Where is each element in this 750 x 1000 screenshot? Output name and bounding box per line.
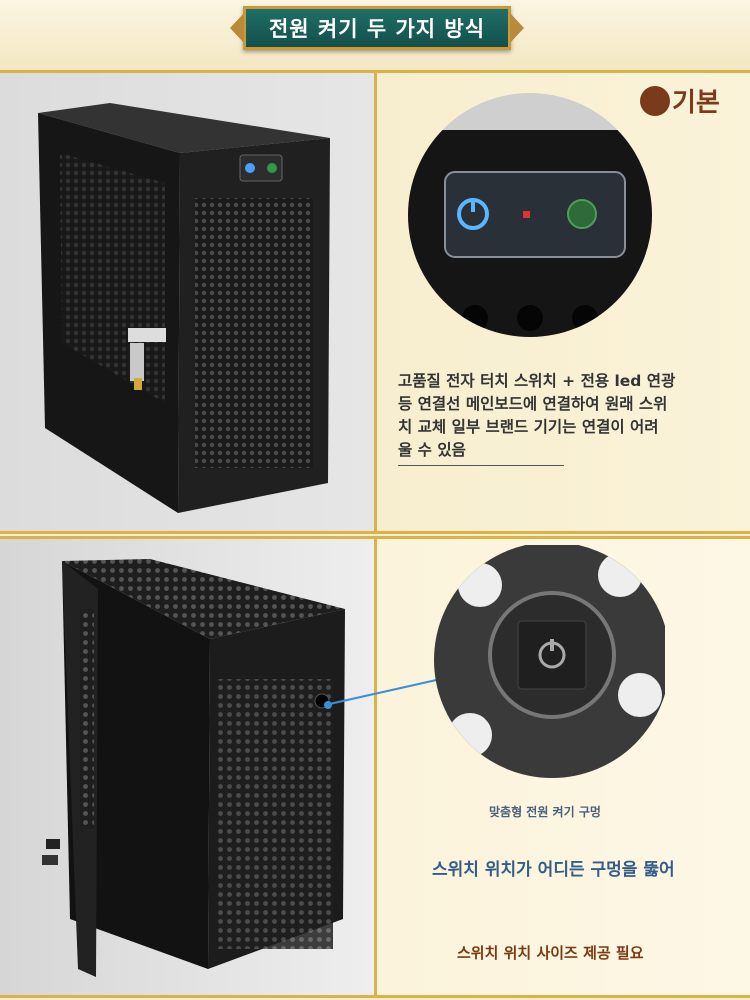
title-banner: 전원 켜기 두 가지 방식 — [243, 6, 511, 50]
switch-closeup-photo — [408, 93, 652, 337]
cutout-closeup-photo — [324, 545, 665, 778]
badge-label: 기본 — [672, 88, 720, 118]
case-photo-front — [38, 103, 330, 513]
caption-line: 고품질 전자 터치 스위치 + 전용 led 연광 — [398, 372, 676, 390]
badge-dot-icon — [640, 85, 670, 116]
caption-line: 울 수 있음 — [398, 441, 466, 459]
caption-line: 치 교체 일부 브랜드 기기는 연결이 어려 — [398, 418, 659, 436]
section-divider — [374, 539, 377, 995]
cutout-label: 맞춤형 전원 켜기 구멍 — [489, 805, 601, 819]
section-divider — [374, 73, 377, 531]
caption-underline — [398, 465, 564, 466]
basic-badge: 기본 — [640, 82, 720, 119]
caption-line: 등 연결선 메인보드에 연결하여 원래 스위 — [398, 395, 668, 413]
cutout-description: 스위치 위치가 어디든 구멍을 뚫어 — [432, 860, 675, 880]
page-title: 전원 켜기 두 가지 방식 — [268, 17, 486, 41]
touch-switch-caption: 고품질 전자 터치 스위치 + 전용 led 연광 등 연결선 메인보드에 연결… — [398, 370, 675, 462]
size-required-note: 스위치 위치 사이즈 제공 필요 — [457, 944, 644, 962]
case-photo-open — [42, 559, 345, 977]
